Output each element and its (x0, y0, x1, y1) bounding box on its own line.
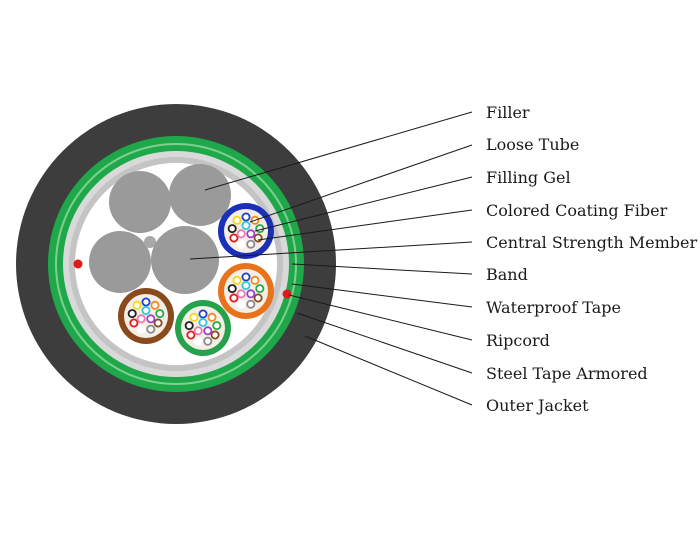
colored-fiber (184, 321, 194, 331)
colored-fiber (241, 212, 251, 222)
colored-fiber (132, 300, 142, 310)
label-ripcord: Ripcord (486, 331, 550, 350)
leader-lines (189, 111, 473, 406)
label-waterproof-tape: Waterproof Tape (486, 298, 621, 317)
colored-fiber (150, 300, 160, 310)
colored-fiber (146, 324, 156, 334)
colored-fiber (193, 336, 203, 346)
colored-fiber (236, 239, 246, 249)
colored-fiber (246, 239, 256, 249)
colored-fiber (136, 314, 146, 324)
label-loose-tube: Loose Tube (486, 135, 579, 154)
labels: Filler Loose Tube Filling Gel Colored Co… (486, 103, 697, 415)
leader-filling-gel (254, 176, 473, 232)
colored-fiber (198, 309, 208, 319)
colored-fiber (241, 272, 251, 282)
loose-tube-green (175, 300, 231, 356)
colored-fiber (246, 289, 256, 299)
colored-fiber (255, 224, 265, 234)
colored-fiber (246, 299, 256, 309)
colored-fiber (255, 284, 265, 294)
ripcord-left (73, 259, 83, 269)
colored-fiber (250, 275, 260, 285)
colored-fiber (198, 317, 208, 327)
leader-outer-jacket (304, 335, 473, 406)
loose-tube-blue (218, 203, 274, 259)
loose-tube-orange (218, 263, 274, 319)
colored-fiber (253, 293, 263, 303)
colored-fiber (229, 233, 239, 243)
leader-central-strength-member (189, 241, 473, 260)
colored-fiber (189, 312, 199, 322)
filler-3 (89, 231, 151, 293)
label-filling-gel: Filling Gel (486, 168, 571, 187)
colored-fiber (253, 233, 263, 243)
colored-fiber (232, 215, 242, 225)
colored-fiber (236, 289, 246, 299)
filler-small (144, 236, 156, 248)
leader-ripcord (288, 294, 473, 341)
colored-fiber (227, 284, 237, 294)
label-steel-tape-armored: Steel Tape Armored (486, 364, 648, 383)
colored-fiber (229, 293, 239, 303)
label-outer-jacket: Outer Jacket (486, 396, 589, 415)
leader-filler (204, 111, 473, 191)
label-band: Band (486, 265, 528, 284)
colored-fiber (186, 330, 196, 340)
label-filler: Filler (486, 103, 530, 122)
leader-loose-tube (249, 144, 473, 223)
label-colored-coating-fiber: Colored Coating Fiber (486, 201, 668, 220)
ripcord-right (282, 289, 292, 299)
colored-fiber (210, 330, 220, 340)
leader-colored-coating-fiber (257, 209, 473, 241)
colored-fiber (232, 275, 242, 285)
colored-fiber (155, 309, 165, 319)
colored-fiber (193, 326, 203, 336)
colored-fiber (212, 321, 222, 331)
colored-fiber (241, 220, 251, 230)
central-strength-member (151, 226, 219, 294)
filler-2 (169, 164, 231, 226)
leader-steel-tape-armored (296, 312, 473, 374)
colored-fiber (207, 312, 217, 322)
colored-fiber (203, 326, 213, 336)
leader-band (291, 263, 473, 275)
colored-fiber (227, 224, 237, 234)
colored-fiber (146, 314, 156, 324)
filler-1 (109, 171, 171, 233)
colored-fiber (127, 309, 137, 319)
colored-fiber (153, 318, 163, 328)
colored-fiber (236, 229, 246, 239)
colored-fiber (136, 324, 146, 334)
colored-fiber (246, 229, 256, 239)
label-central-strength-member: Central Strength Member (486, 233, 697, 252)
leader-waterproof-tape (291, 283, 473, 308)
colored-fiber (129, 318, 139, 328)
loose-tube-brown (118, 288, 174, 344)
colored-fiber (141, 297, 151, 307)
colored-fiber (203, 336, 213, 346)
colored-fiber (241, 280, 251, 290)
colored-fiber (236, 299, 246, 309)
colored-fiber (141, 305, 151, 315)
